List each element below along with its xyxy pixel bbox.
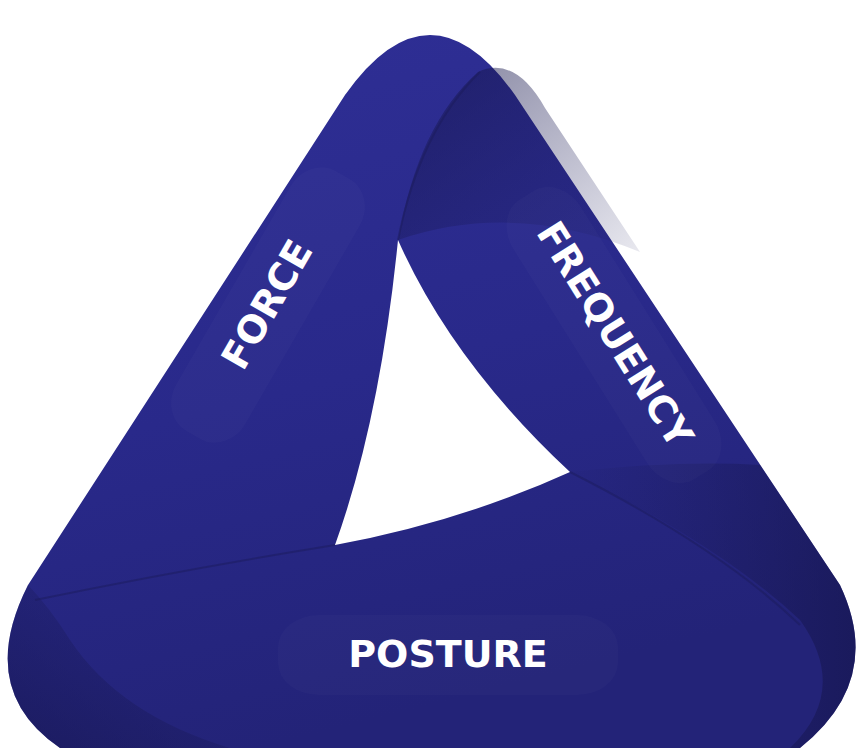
band-label: POSTURE [348,634,548,676]
fold-shade-left [8,585,230,748]
fold-shade-right [570,464,856,748]
band-shape [158,155,377,455]
fold-edge [35,545,335,600]
ribbon-body [8,35,856,748]
fold-edge [570,472,800,625]
band-shape [278,615,618,695]
fold-edge [398,72,480,240]
ribbon-band: FREQUENCY [493,174,736,496]
ribbon-band: POSTURE [278,615,618,695]
band-shape [493,174,736,496]
band-label: FREQUENCY [528,215,700,456]
ribbon-band: FORCE [158,155,377,455]
